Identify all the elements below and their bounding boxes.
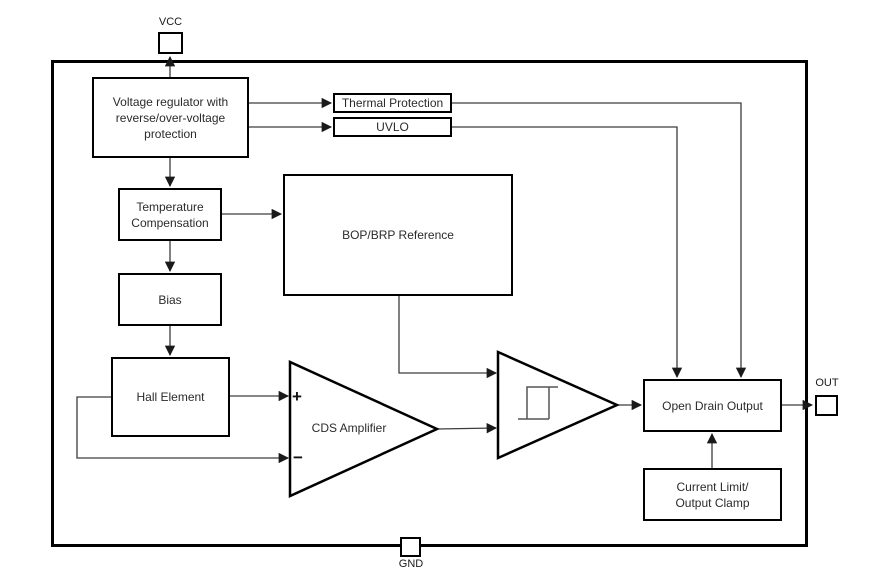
block-hall-element: Hall Element bbox=[111, 357, 230, 437]
bias-label: Bias bbox=[158, 292, 182, 307]
wire-thermal-to-output bbox=[452, 102, 747, 379]
chip-outline bbox=[51, 60, 808, 547]
temperature-compensation-label-line2: Compensation bbox=[131, 215, 209, 230]
amp-plus-input-label: + bbox=[292, 387, 302, 406]
open-drain-output-label: Open Drain Output bbox=[662, 398, 763, 413]
current-limit-label-line2: Output Clamp bbox=[675, 495, 750, 510]
block-open-drain-output: Open Drain Output bbox=[643, 379, 782, 432]
wire-amp-to-comparator bbox=[436, 422, 498, 434]
block-temperature-compensation: Temperature Compensation bbox=[118, 188, 222, 241]
current-limit-label-line1: Current Limit/ bbox=[676, 479, 749, 494]
block-uvlo: UVLO bbox=[333, 117, 452, 137]
block-bias: Bias bbox=[118, 273, 222, 326]
hall-element-label: Hall Element bbox=[136, 390, 205, 404]
comparator-triangle bbox=[496, 350, 621, 460]
block-current-limit-output-clamp: Current Limit/ Output Clamp bbox=[643, 468, 782, 521]
cds-amplifier-label: CDS Amplifier bbox=[311, 421, 387, 435]
block-voltage-regulator: Voltage regulator with reverse/over-volt… bbox=[92, 77, 249, 158]
wire-uvlo-to-output bbox=[452, 126, 683, 379]
vcc-pin bbox=[158, 32, 183, 54]
amp-minus-input-label: − bbox=[293, 448, 303, 467]
hysteresis-icon bbox=[518, 386, 558, 420]
gnd-pin bbox=[400, 537, 421, 557]
block-thermal-protection: Thermal Protection bbox=[333, 93, 452, 113]
wire-reference-to-comparator bbox=[398, 296, 498, 379]
gnd-pin-label: GND bbox=[398, 558, 424, 570]
thermal-protection-label: Thermal Protection bbox=[341, 96, 444, 110]
out-pin bbox=[815, 395, 838, 416]
block-bop-brp-reference: BOP/BRP Reference bbox=[283, 174, 513, 296]
vcc-pin-label: VCC bbox=[158, 16, 183, 28]
voltage-regulator-label-line3: protection bbox=[144, 126, 197, 141]
out-pin-label: OUT bbox=[815, 377, 839, 389]
bop-brp-reference-label: BOP/BRP Reference bbox=[342, 228, 454, 242]
uvlo-label: UVLO bbox=[376, 120, 409, 134]
voltage-regulator-label-line1: Voltage regulator with bbox=[112, 94, 229, 109]
temperature-compensation-label-line1: Temperature bbox=[136, 199, 204, 214]
wire-hall-to-amp-minus bbox=[76, 396, 290, 464]
voltage-regulator-label-line2: reverse/over-voltage bbox=[115, 110, 226, 125]
cds-amplifier-triangle bbox=[288, 360, 441, 498]
